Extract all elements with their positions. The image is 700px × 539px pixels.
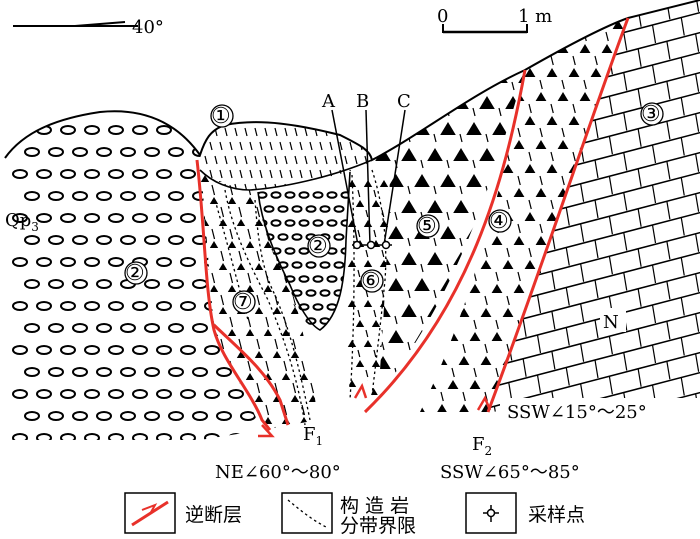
zone-2-center-pattern: [258, 191, 350, 325]
sample-points: A B C: [321, 91, 411, 250]
scale-end-label: 1 m: [518, 6, 552, 27]
zone-4-label: ④: [489, 209, 509, 234]
fault-f1: [195, 159, 290, 431]
fault-f2: [363, 17, 630, 414]
f2-attitude-label: SSW∠65°～85°: [440, 462, 580, 483]
zone-6-label: ⑥: [361, 269, 381, 294]
fault-f2-label: F2: [472, 434, 492, 458]
fault-labels: F1 F2 NE∠60°～80° SSW∠65°～85° SSW∠15°～25°: [215, 398, 698, 483]
zone-n-pattern: [488, 0, 700, 412]
zone-boundaries: [199, 159, 373, 331]
orientation-marker: 40°: [13, 17, 164, 38]
zone-7-label: ⑦: [233, 290, 253, 315]
zone-labels: ① ② ② ③ ④ ⑤ ⑥ ⑦: [124, 102, 664, 315]
legend-thrust-fault-label: 逆断层: [185, 504, 242, 526]
legend-boundary-label-line2: 分带界限: [340, 515, 416, 537]
legend-boundary-box: [281, 492, 333, 534]
formation-labels: Qp3 N: [5, 210, 626, 333]
zone-2-center-label: ②: [308, 234, 328, 259]
dip-angle-label: 40°: [132, 17, 164, 38]
scale-start-label: 0: [437, 6, 448, 27]
legend: 逆断层 构 造 岩 分带界限 采样点: [124, 492, 585, 537]
f1-attitude-label: NE∠60°～80°: [215, 462, 341, 483]
sample-a-label: A: [321, 91, 336, 112]
formation-qp3-label: Qp3: [5, 210, 39, 234]
scale-bar: 0 1 m: [437, 6, 552, 34]
zone-5-label: ⑤: [417, 214, 437, 239]
zone-1-label: ①: [211, 104, 231, 129]
formation-n-label: N: [603, 312, 619, 333]
n-attitude-label: SSW∠15°～25°: [507, 402, 647, 423]
zone-3-label: ③: [641, 102, 661, 127]
zone-2-left-label: ②: [125, 261, 145, 286]
fault-arrows: [258, 382, 492, 438]
fault-f1-label: F1: [303, 424, 323, 448]
legend-sampling-point-label: 采样点: [528, 504, 585, 526]
legend-boundary-label-line1: 构 造 岩: [340, 495, 409, 517]
sample-c-label: C: [397, 91, 411, 112]
sample-b-label: B: [356, 91, 369, 112]
